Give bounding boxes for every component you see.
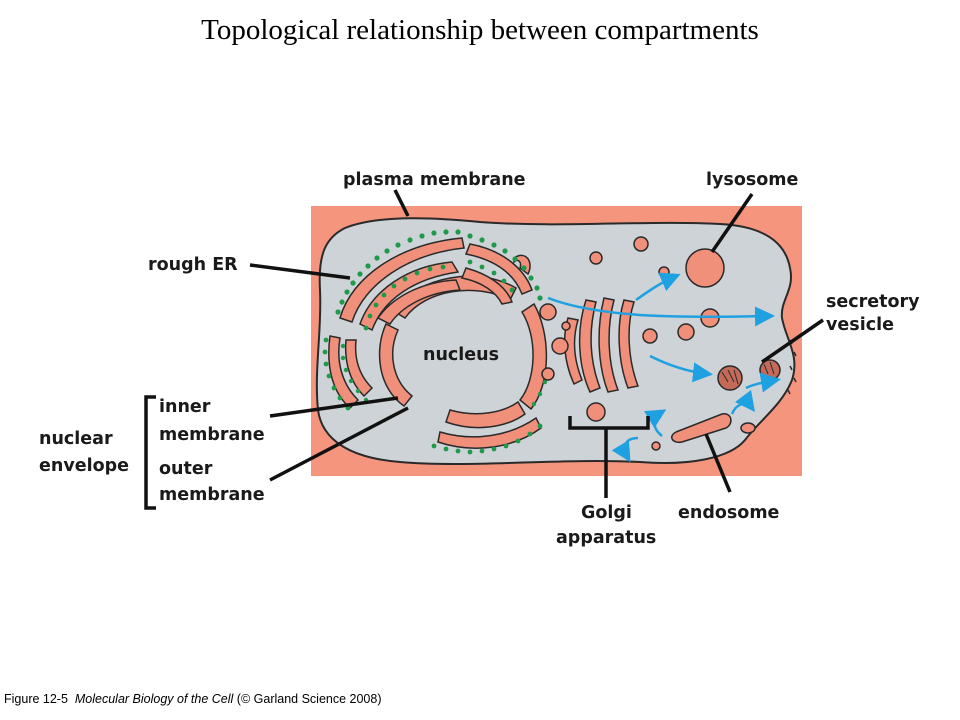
label-outer-line1: outer: [159, 459, 213, 479]
golgi-bracket: [568, 416, 650, 430]
leader-rough-er: [249, 263, 351, 280]
arrow-endocytic-1: [745, 372, 781, 393]
leader-inner: [269, 396, 399, 418]
arrow-to-secretory: [649, 354, 713, 383]
er-cisterna-1: [339, 237, 465, 323]
arrow-to-lysosome: [635, 272, 681, 302]
endosome-small: [740, 422, 756, 434]
endosome-body: [671, 413, 732, 444]
rough-er: [328, 237, 542, 449]
label-nucleus: nucleus: [423, 345, 499, 365]
leader-lines: [144, 189, 824, 510]
er-cisterna-2: [359, 261, 460, 332]
transport-arrows: [547, 272, 781, 463]
label-plasma-membrane: plasma membrane: [343, 170, 526, 190]
arrow-endocytic-2: [611, 436, 639, 463]
er-cisterna-4: [464, 243, 533, 295]
er-cisterna-3: [376, 279, 462, 325]
arrow-endocytic-3: [643, 409, 667, 437]
figure-caption: Figure 12-5 Molecular Biology of the Cel…: [4, 692, 382, 706]
arrow-endocytic-4: [730, 390, 756, 415]
nuclear-envelope-right: [518, 302, 548, 411]
caption-book: Molecular Biology of the Cell: [74, 692, 234, 706]
leader-secretory: [761, 318, 824, 364]
label-lysosome: lysosome: [706, 170, 799, 190]
leader-outer: [269, 406, 409, 482]
label-secretory-line1: secretory: [826, 292, 920, 312]
golgi-cisterna-1: [563, 317, 583, 386]
golgi-apparatus: [563, 297, 640, 393]
label-golgi-line1: Golgi: [581, 503, 632, 523]
er-cisterna-7: [344, 339, 374, 398]
label-nuclear-line1: nuclear: [39, 429, 113, 449]
label-golgi-line2: apparatus: [556, 528, 656, 548]
caption-credit: (© Garland Science 2008): [236, 692, 382, 706]
label-secretory-line2: vesicle: [826, 315, 894, 335]
nuclear-envelope-bracket: [144, 395, 156, 510]
label-inner-line2: membrane: [159, 425, 265, 445]
caption-figure: Figure 12-5: [4, 692, 68, 706]
label-nuclear-line2: envelope: [39, 456, 129, 476]
label-inner-line1: inner: [159, 397, 211, 417]
er-cisterna-5: [460, 267, 514, 305]
ribosomes: [322, 229, 551, 455]
leader-lysosome: [710, 193, 754, 253]
golgi-cisterna-3: [598, 297, 620, 393]
leader-plasma-membrane: [393, 189, 410, 217]
nuclear-envelope-bottom: [445, 400, 526, 429]
lysosome-vesicle: [685, 248, 725, 288]
label-outer-line2: membrane: [159, 485, 265, 505]
golgi-cisterna-2: [578, 299, 601, 393]
label-endosome: endosome: [678, 503, 780, 523]
vesicles: [539, 236, 756, 451]
arrow-to-plasma-membrane: [547, 296, 775, 327]
leader-endosome: [704, 433, 732, 493]
golgi-cisterna-4: [618, 299, 640, 389]
nuclear-envelope-left: [378, 322, 414, 408]
label-rough-er: rough ER: [148, 255, 238, 275]
page-title: Topological relationship between compart…: [201, 14, 759, 46]
